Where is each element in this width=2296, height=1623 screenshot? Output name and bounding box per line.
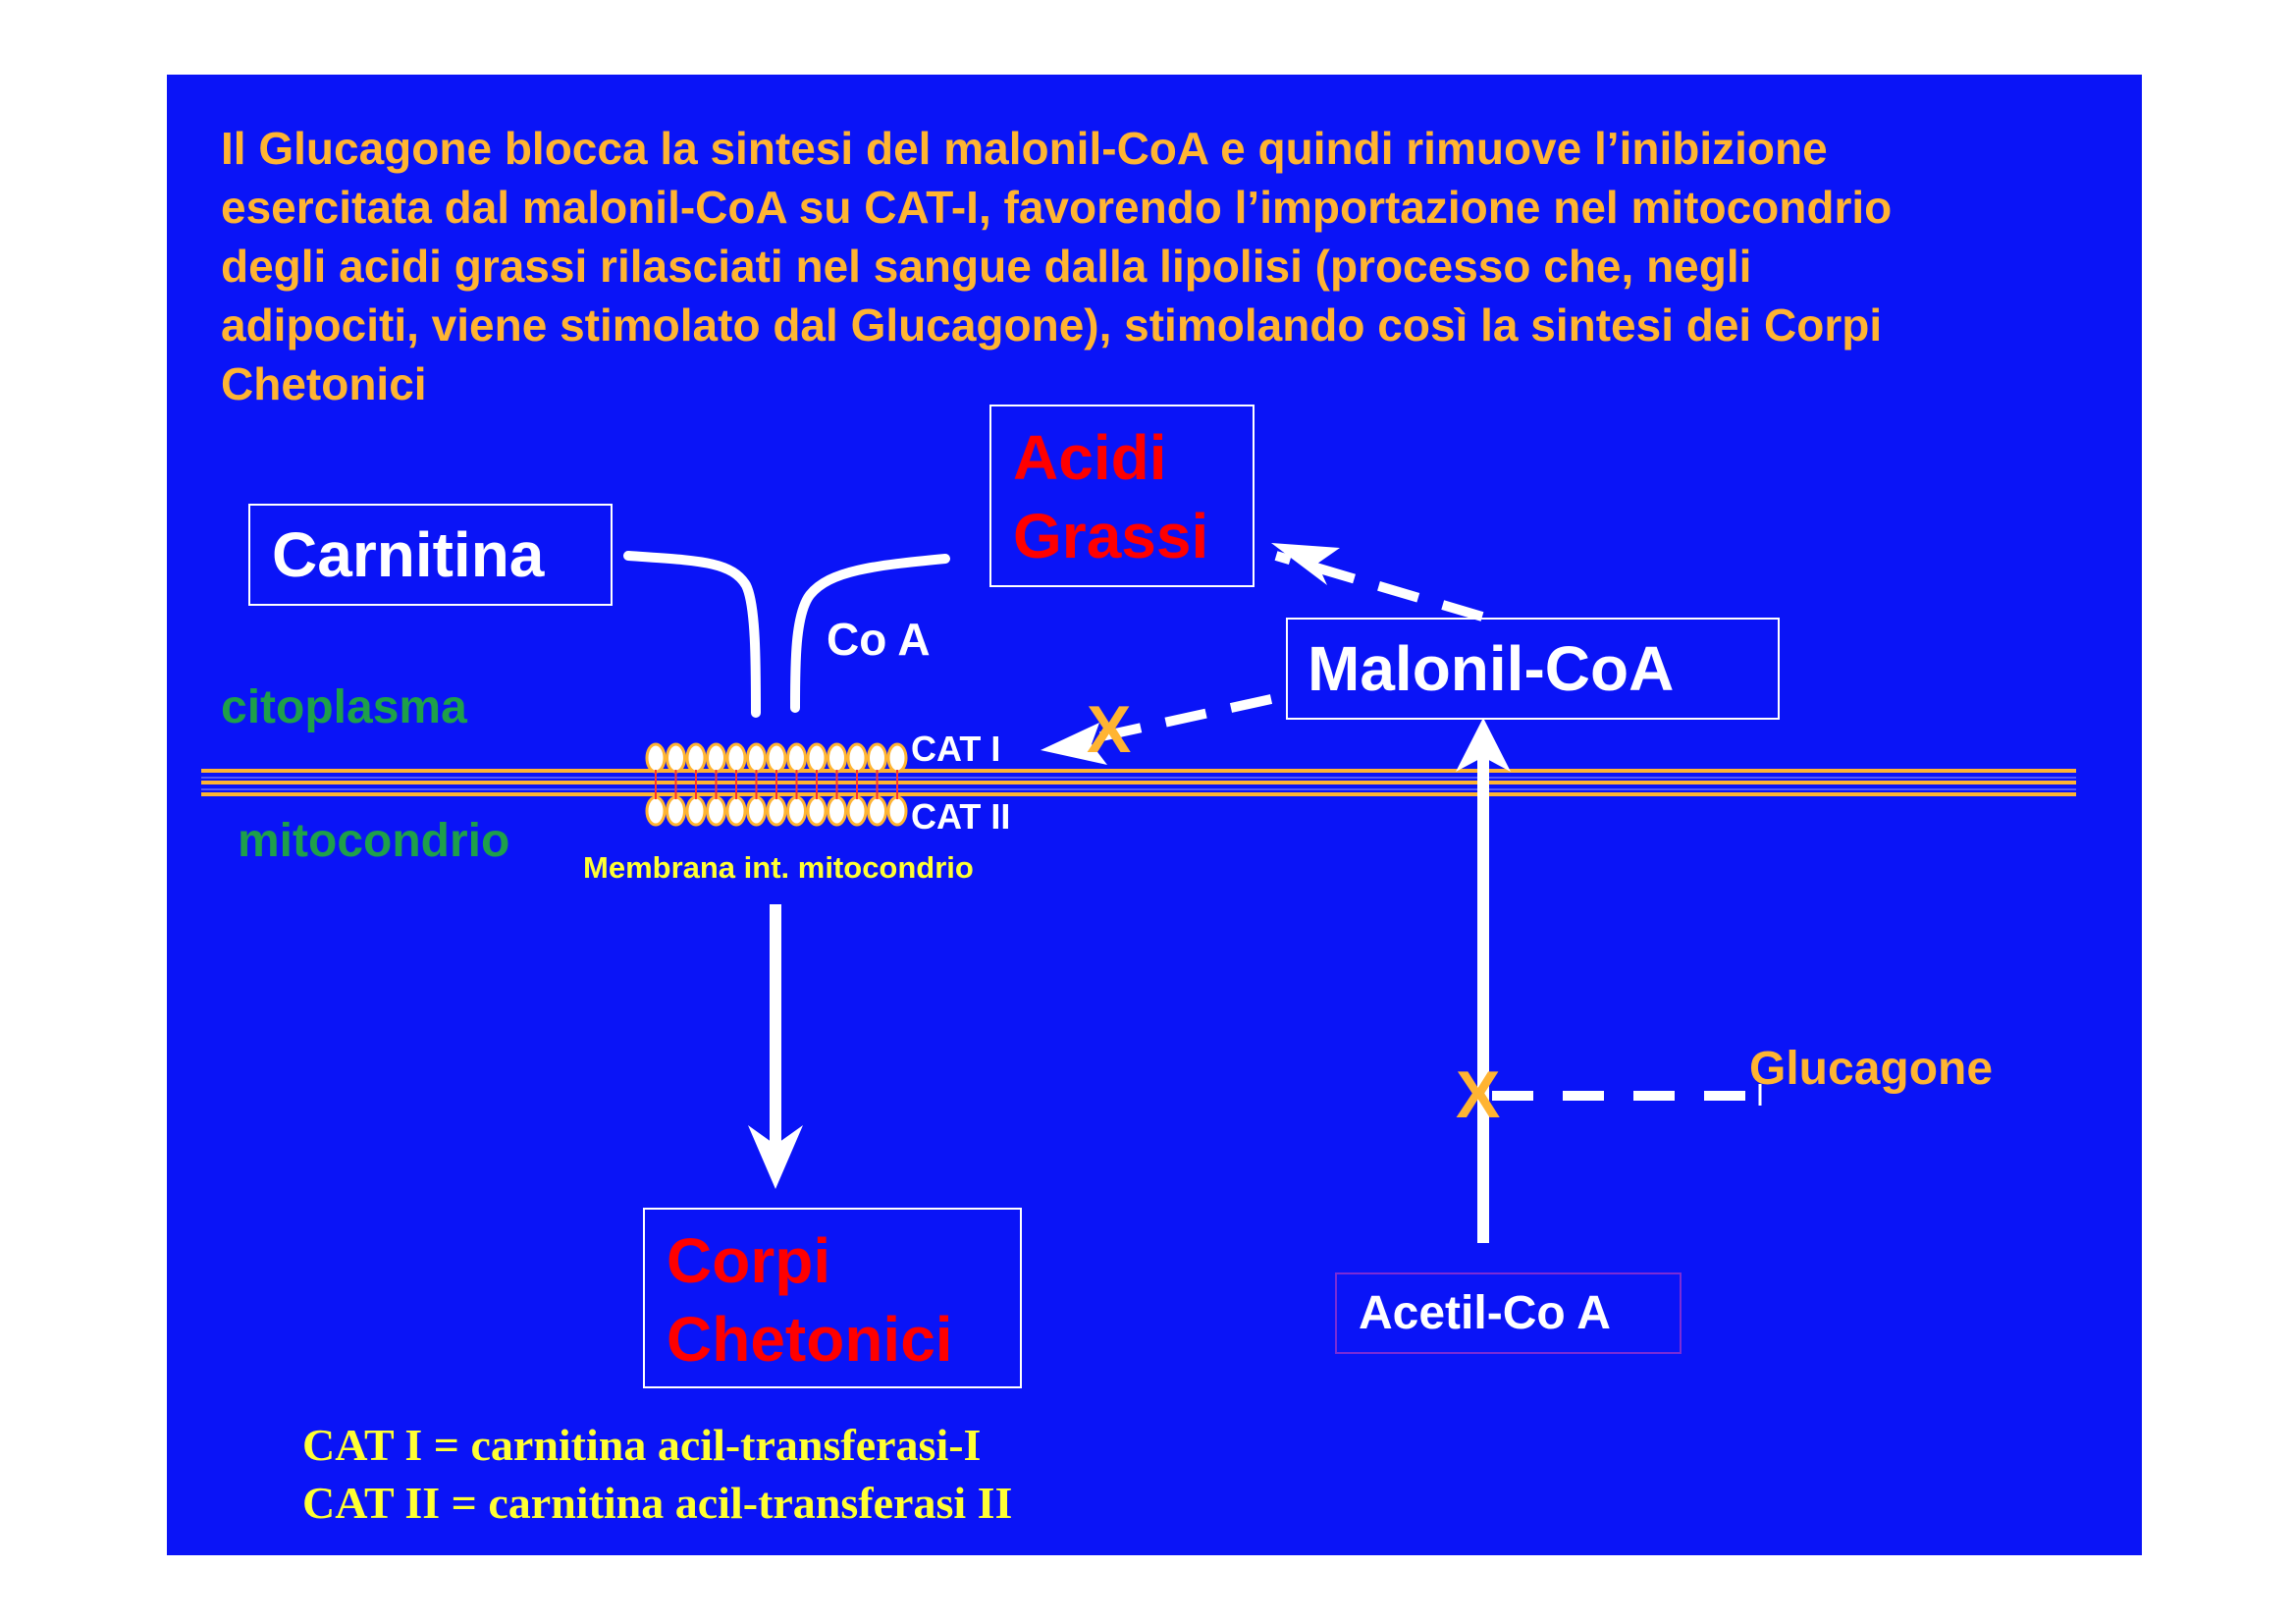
lipid-head-top bbox=[645, 742, 667, 774]
lipid-head-top bbox=[827, 742, 847, 774]
lipid-head-top bbox=[666, 742, 686, 774]
carnitina-box: Carnitina bbox=[248, 504, 613, 606]
mitochondrial-membrane bbox=[201, 769, 2076, 796]
heading-line-1: Il Glucagone blocca la sintesi del malon… bbox=[221, 123, 1828, 174]
carnitina-label: Carnitina bbox=[272, 519, 545, 590]
carnitina-flow-line bbox=[623, 551, 761, 718]
lipid-head-top bbox=[806, 742, 828, 774]
lipid-head-top bbox=[725, 742, 747, 774]
lipid-head-bottom bbox=[886, 795, 908, 827]
acetil-coa-label: Acetil-Co A bbox=[1359, 1287, 1611, 1339]
malonyl-synthesis-inhibition-mark: X bbox=[1456, 1057, 1501, 1132]
lipid-head-bottom bbox=[706, 795, 726, 827]
lipid-head-bottom bbox=[746, 795, 767, 827]
lipid-head-top bbox=[846, 742, 868, 774]
lipid-head-bottom bbox=[725, 795, 747, 827]
heading-line-3: degli acidi grassi rilasciati nel sangue… bbox=[221, 241, 1752, 292]
lipid-head-bottom bbox=[786, 795, 807, 827]
lipid-head-bottom bbox=[806, 795, 828, 827]
coa-label: Co A bbox=[827, 614, 931, 665]
arrowhead-to-corpi-chetonici bbox=[748, 1125, 803, 1189]
slide-heading: Il Glucagone blocca la sintesi del malon… bbox=[221, 119, 2115, 413]
cat2-label: CAT II bbox=[911, 796, 1011, 837]
lipid-head-bottom bbox=[766, 795, 787, 827]
corpi-chetonici-label-line-2: Chetonici bbox=[667, 1304, 953, 1375]
lipid-head-top bbox=[867, 742, 887, 774]
acetil-coa-box: Acetil-Co A bbox=[1335, 1272, 1682, 1354]
lipid-head-bottom bbox=[645, 795, 667, 827]
arrowhead-to-acidi-grassi bbox=[1271, 543, 1340, 585]
acidi-grassi-label-line-1: Acidi bbox=[1013, 422, 1167, 493]
lipid-head-top bbox=[706, 742, 726, 774]
lipid-head-top bbox=[886, 742, 908, 774]
dashed-arrow-to-cat1 bbox=[1073, 694, 1273, 747]
malonil-coa-box: Malonil-CoA bbox=[1286, 618, 1780, 720]
lipid-head-top bbox=[746, 742, 767, 774]
coa-flow-line bbox=[790, 554, 950, 713]
heading-line-2: esercitata dal malonil-CoA su CAT-I, fav… bbox=[221, 182, 1893, 233]
lipid-head-top bbox=[685, 742, 707, 774]
acidi-grassi-box: Acidi Grassi bbox=[989, 405, 1255, 587]
citoplasma-label: citoplasma bbox=[221, 681, 467, 733]
corpi-chetonici-box: Corpi Chetonici bbox=[643, 1208, 1022, 1388]
arrowhead-to-malonil-coa bbox=[1456, 718, 1511, 772]
lipid-head-bottom bbox=[685, 795, 707, 827]
lipid-head-bottom bbox=[827, 795, 847, 827]
acidi-grassi-label-line-2: Grassi bbox=[1013, 501, 1209, 571]
lipid-head-bottom bbox=[846, 795, 868, 827]
glucagone-label: Glucagone bbox=[1749, 1043, 1994, 1095]
heading-line-4: adipociti, viene stimolato dal Glucagone… bbox=[221, 299, 1883, 351]
lipid-head-top bbox=[786, 742, 807, 774]
lipid-head-bottom bbox=[666, 795, 686, 827]
diagram-graphics bbox=[201, 543, 2076, 1243]
arrowhead-to-cat1 bbox=[1041, 723, 1107, 765]
heading-line-5: Chetonici bbox=[221, 358, 427, 409]
lipid-head-top bbox=[766, 742, 787, 774]
legend-cat2: CAT II = carnitina acil-transferasi II bbox=[302, 1478, 1013, 1528]
dashed-arrow-to-acidi-grassi bbox=[1274, 551, 1484, 622]
cat1-label: CAT I bbox=[911, 729, 1001, 769]
slide: Il Glucagone blocca la sintesi del malon… bbox=[167, 75, 2142, 1555]
mitocondrio-label: mitocondrio bbox=[238, 815, 510, 867]
bilayer-transporter bbox=[645, 742, 908, 827]
membrana-label: Membrana int. mitocondrio bbox=[583, 850, 974, 885]
lipid-head-bottom bbox=[867, 795, 887, 827]
legend-cat1: CAT I = carnitina acil-transferasi-I bbox=[302, 1420, 982, 1470]
malonil-coa-label: Malonil-CoA bbox=[1308, 633, 1675, 704]
cat1-inhibition-mark: X bbox=[1087, 692, 1132, 767]
corpi-chetonici-label-line-1: Corpi bbox=[667, 1225, 831, 1296]
